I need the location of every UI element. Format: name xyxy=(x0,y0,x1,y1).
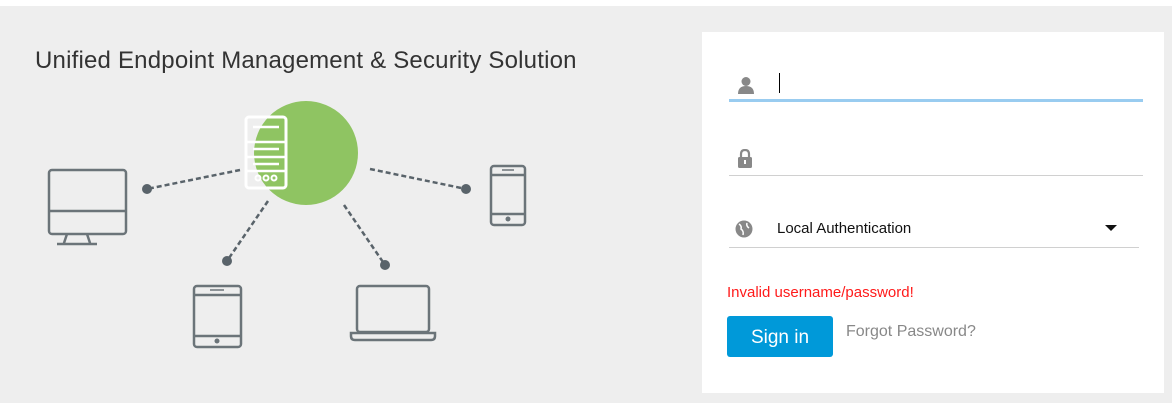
sign-in-button[interactable]: Sign in xyxy=(727,316,833,357)
desktop-icon xyxy=(47,168,128,246)
line-laptop xyxy=(342,204,387,266)
node-dot xyxy=(380,260,390,270)
username-field[interactable] xyxy=(729,70,1143,102)
node-dot xyxy=(142,184,152,194)
text-caret xyxy=(779,73,780,93)
phone-icon xyxy=(489,164,527,227)
endpoint-illustration xyxy=(47,101,527,349)
page-title: Unified Endpoint Management & Security S… xyxy=(35,47,577,74)
auth-selected-value: Local Authentication xyxy=(777,220,912,237)
laptop-graphic xyxy=(349,284,437,342)
globe-icon xyxy=(735,220,753,238)
line-tablet xyxy=(225,200,270,262)
login-panel: Local Authentication Invalid username/pa… xyxy=(702,32,1164,393)
line-phone xyxy=(369,167,467,191)
user-icon xyxy=(738,77,754,94)
tablet-icon xyxy=(192,284,243,349)
node-dot xyxy=(461,184,471,194)
top-band xyxy=(0,0,1172,6)
dropdown-arrow-icon[interactable] xyxy=(1105,225,1117,231)
error-message: Invalid username/password! xyxy=(727,284,914,301)
connection-lines xyxy=(146,167,467,266)
lock-icon xyxy=(738,149,752,168)
node-dot xyxy=(222,256,232,266)
forgot-password-link[interactable]: Forgot Password? xyxy=(846,323,976,340)
server-icon xyxy=(244,101,358,205)
password-field[interactable] xyxy=(729,137,1143,176)
auth-select[interactable]: Local Authentication xyxy=(729,210,1139,248)
